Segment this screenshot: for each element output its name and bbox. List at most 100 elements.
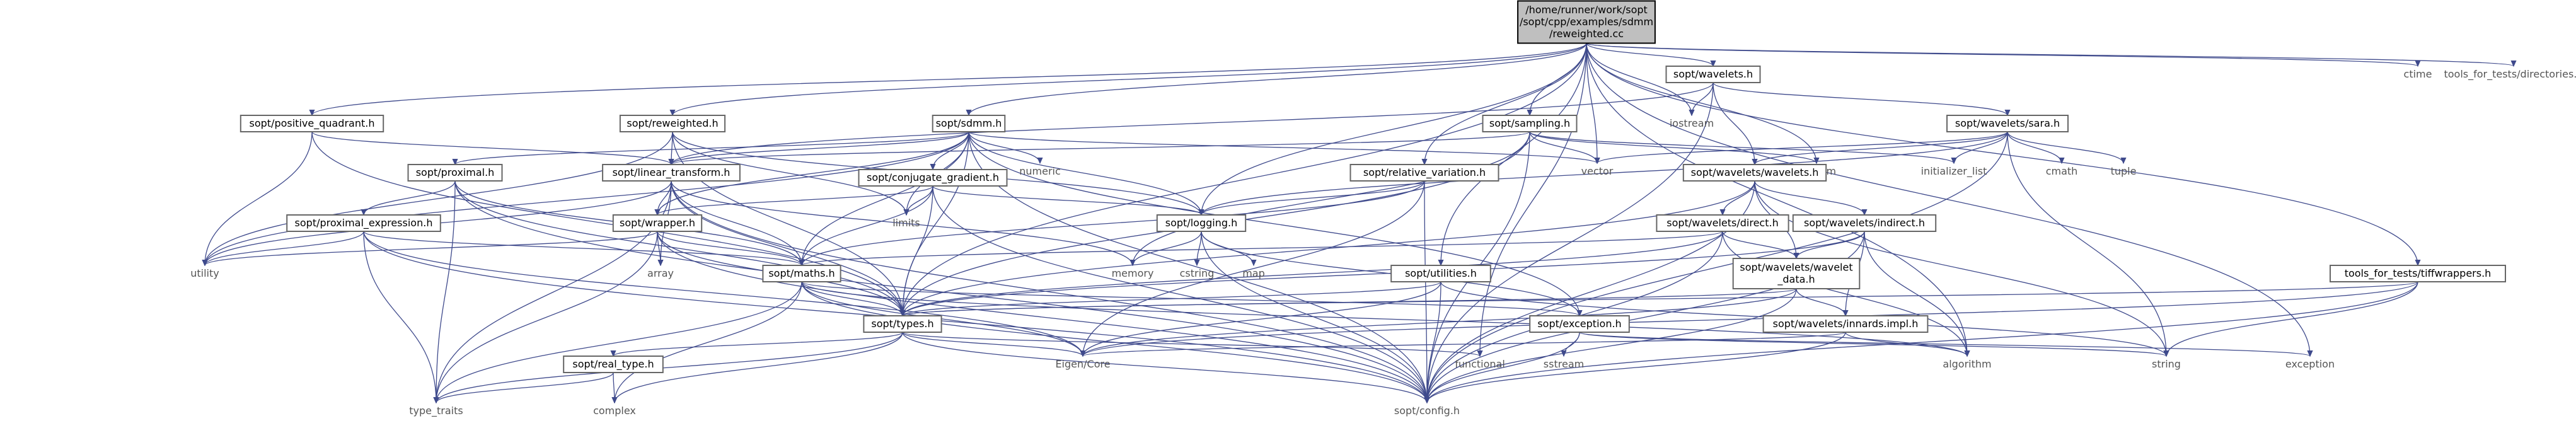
node-conjugate-gradient[interactable]: sopt/conjugate_gradient.h: [858, 169, 1008, 187]
node-box: [1349, 164, 1499, 182]
node-numeric[interactable]: numeric: [1019, 165, 1061, 177]
edge-sampling-to-linear_transform: [671, 131, 1530, 165]
edge-sara-to-config: [1427, 131, 2008, 403]
node-box: [1656, 214, 1789, 232]
node-label: tuple: [2111, 165, 2137, 177]
edge-exception-to-config: [1427, 332, 1580, 403]
edge-sdmm-to-maths: [802, 131, 969, 265]
node-reweighted[interactable]: sopt/reweighted.h: [619, 115, 726, 132]
node-label: sopt/conjugate_gradient.h: [867, 171, 999, 184]
node-wavelet-data[interactable]: sopt/wavelets/wavelet_data.h: [1732, 258, 1861, 289]
edge-types-to-eigen_core: [902, 332, 1083, 356]
node-proximal[interactable]: sopt/proximal.h: [407, 164, 503, 182]
node-wrapper[interactable]: sopt/wrapper.h: [612, 214, 703, 232]
node-box: [863, 315, 942, 333]
node-type-traits[interactable]: type_traits: [409, 405, 463, 417]
node-eigen-core[interactable]: Eigen/Core: [1055, 358, 1110, 370]
edge-wavelet_data-to-eigen_core: [1083, 288, 1797, 356]
edge-sdmm-to-proximal: [455, 131, 969, 165]
node-label: sopt/relative_variation.h: [1363, 166, 1486, 179]
node-maths[interactable]: sopt/maths.h: [762, 265, 841, 282]
edge-root-to-algorithm: [1586, 43, 1967, 357]
node-sstream[interactable]: sstream: [1544, 358, 1584, 370]
node-sdmm[interactable]: sopt/sdmm.h: [932, 115, 1006, 132]
node-exception-std[interactable]: exception: [2285, 358, 2335, 370]
node-real-type[interactable]: sopt/real_type.h: [563, 356, 664, 373]
edge-conjugate_gradient-to-maths: [802, 185, 933, 265]
node-label: sopt/linear_transform.h: [613, 166, 731, 179]
node-label: map: [1242, 267, 1265, 279]
node-logging[interactable]: sopt/logging.h: [1156, 214, 1247, 232]
edge-wavelets-to-iostream: [1692, 82, 1714, 115]
node-map[interactable]: map: [1242, 267, 1265, 279]
node-memory[interactable]: memory: [1112, 267, 1154, 279]
edge-conjugate_gradient-to-config: [932, 185, 1427, 403]
node-initializer-list[interactable]: initializer_list: [1921, 165, 1987, 178]
node-sara[interactable]: sopt/wavelets/sara.h: [1946, 115, 2069, 132]
edge-reweighted-to-limits: [672, 131, 906, 215]
edge-direct-to-maths: [802, 231, 1723, 265]
node-box: [286, 214, 441, 232]
edge-wavelets-to-linear_transform: [671, 82, 1714, 165]
edge-root-to-reweighted: [673, 43, 1587, 116]
node-positive-quadrant[interactable]: sopt/positive_quadrant.h: [240, 115, 384, 132]
node-label: limits: [892, 217, 920, 229]
node-proximal-expression[interactable]: sopt/proximal_expression.h: [286, 214, 441, 232]
edge-positive_quadrant-to-utility: [205, 131, 313, 265]
nodes-layer: /home/runner/work/sopt/sopt/cpp/examples…: [190, 0, 2576, 417]
node-vector[interactable]: vector: [1581, 165, 1614, 177]
edge-innards-to-eigen_core: [1083, 332, 1846, 356]
node-label: sopt/wavelets/indirect.h: [1804, 217, 1925, 229]
node-functional[interactable]: functional: [1455, 358, 1505, 370]
node-label: iostream: [1670, 117, 1714, 129]
node-label: sopt/proximal_expression.h: [295, 217, 433, 229]
node-innards[interactable]: sopt/wavelets/innards.impl.h: [1762, 315, 1929, 333]
edge-proximal_expression-to-utility: [205, 231, 364, 265]
edge-indirect-to-types: [903, 231, 1865, 316]
node-types[interactable]: sopt/types.h: [863, 315, 942, 333]
node-root[interactable]: /home/runner/work/sopt/sopt/cpp/examples…: [1517, 0, 1656, 44]
node-cstring[interactable]: cstring: [1180, 267, 1215, 279]
edge-types-to-functional: [902, 332, 1480, 356]
node-label: cmath: [2046, 165, 2078, 177]
node-label: functional: [1455, 358, 1505, 370]
node-exception[interactable]: sopt/exception.h: [1529, 315, 1630, 333]
node-label: sopt/wavelets.h: [1673, 68, 1753, 80]
edge-sara-to-string: [2007, 131, 2166, 356]
node-label: /home/runner/work/sopt: [1525, 4, 1648, 16]
node-array[interactable]: array: [647, 267, 674, 279]
node-complex[interactable]: complex: [593, 405, 636, 417]
node-algorithm[interactable]: algorithm: [1943, 358, 1991, 370]
node-wavelets-wavelets[interactable]: sopt/wavelets/wavelets.h: [1682, 164, 1827, 182]
node-sampling[interactable]: sopt/sampling.h: [1482, 115, 1578, 132]
node-ctime[interactable]: ctime: [2404, 68, 2432, 80]
node-relative-variation[interactable]: sopt/relative_variation.h: [1349, 164, 1499, 182]
node-string[interactable]: string: [2152, 358, 2181, 370]
node-config[interactable]: sopt/config.h: [1394, 405, 1460, 417]
node-label: sopt/reweighted.h: [627, 117, 718, 129]
node-iostream[interactable]: iostream: [1670, 117, 1714, 129]
edge-indirect-to-algorithm: [1864, 231, 1967, 356]
node-limits[interactable]: limits: [892, 217, 920, 229]
node-wavelets[interactable]: sopt/wavelets.h: [1665, 66, 1761, 83]
edge-wrapper-to-maths: [657, 231, 802, 265]
edge-wavelet_data-to-innards: [1796, 288, 1845, 316]
node-tuple[interactable]: tuple: [2111, 165, 2137, 177]
edge-wavelets-to-wavelets_wavelets: [1713, 82, 1755, 165]
node-indirect[interactable]: sopt/wavelets/indirect.h: [1792, 214, 1937, 232]
node-utility[interactable]: utility: [190, 267, 219, 279]
edge-sdmm-to-logging: [968, 131, 1201, 215]
node-linear-transform[interactable]: sopt/linear_transform.h: [602, 164, 741, 182]
node-cmath[interactable]: cmath: [2046, 165, 2078, 177]
node-box: [1529, 315, 1630, 333]
node-tiffwrappers[interactable]: tools_for_tests/tiffwrappers.h: [2330, 265, 2506, 282]
edge-root-to-wavelets: [1586, 43, 1713, 67]
edge-wavelets_wavelets-to-string: [1754, 180, 2166, 356]
edge-wavelets_wavelets-to-types: [903, 180, 1755, 316]
node-box: [1156, 214, 1247, 232]
node-tools-dirs[interactable]: tools_for_tests/directories.h: [2444, 68, 2576, 81]
node-box: [1946, 115, 2069, 132]
node-box: [932, 115, 1006, 132]
node-direct[interactable]: sopt/wavelets/direct.h: [1656, 214, 1789, 232]
node-utilities[interactable]: sopt/utilities.h: [1390, 265, 1491, 282]
